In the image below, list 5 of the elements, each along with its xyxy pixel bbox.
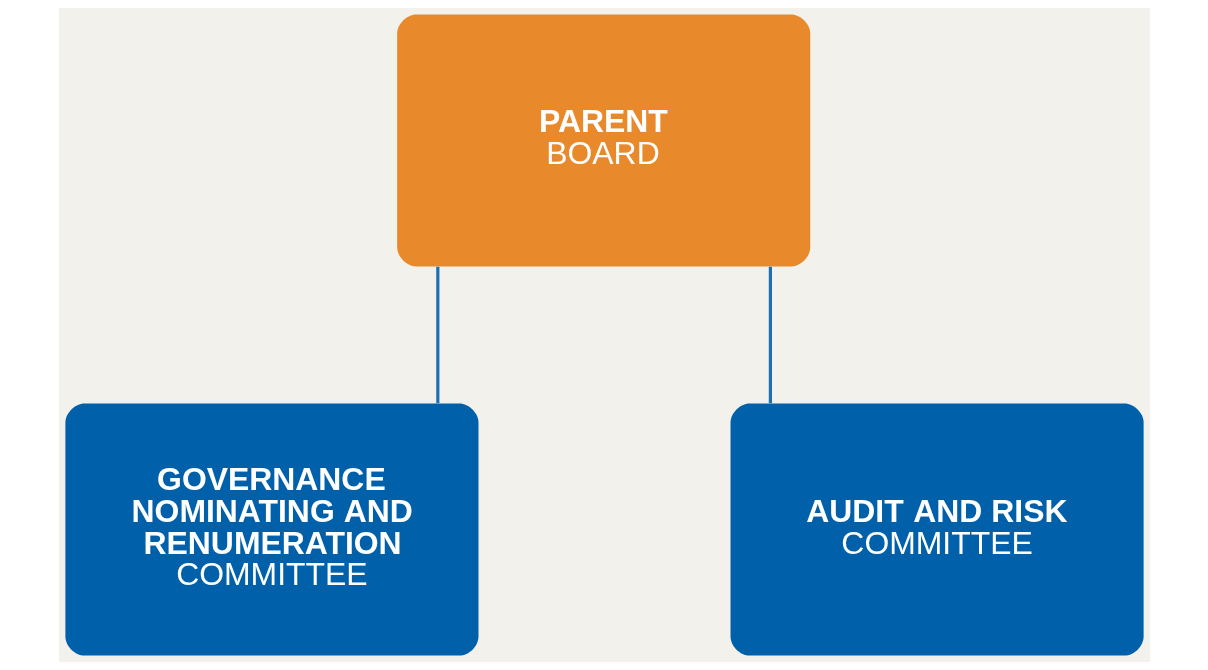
node-box: GOVERNANCE NOMINATING AND RENUMERATION COMMITTEE	[64, 403, 478, 656]
node-box: PARENT BOARD	[396, 14, 810, 267]
connector	[768, 266, 772, 404]
node-box: AUDIT AND RISK COMMITTEE	[730, 403, 1144, 656]
connector	[435, 266, 439, 404]
